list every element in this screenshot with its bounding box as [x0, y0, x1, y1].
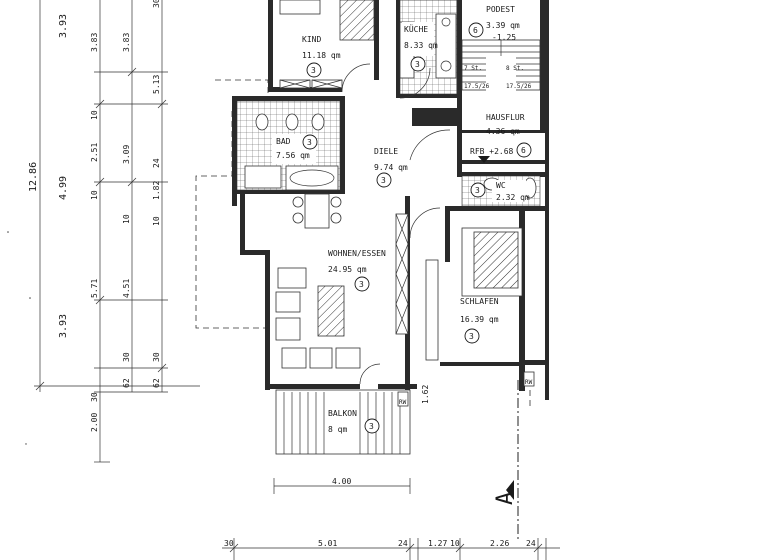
dim-small-5: 10 — [152, 216, 161, 226]
room-schlafen-badge: 3 — [469, 332, 474, 341]
dim-col3-3: 3.09 — [122, 145, 131, 164]
room-wohnen-name: WOHNEN/ESSEN — [328, 249, 386, 258]
room-diele-name: DIELE — [374, 147, 398, 156]
living-furniture — [275, 213, 439, 385]
room-kind: KIND 11.18 qm 3 — [302, 35, 341, 78]
room-diele: DIELE 9.74 qm 3 — [374, 147, 408, 188]
room-podest-badge: 6 — [473, 26, 478, 35]
bottom-dim-1: 30 — [224, 539, 234, 548]
room-hausflur-badge: 6 — [521, 146, 526, 155]
diele-door — [409, 129, 451, 161]
dim-col2-7: 2.00 — [90, 413, 99, 432]
dim-major-3: 3.93 — [58, 314, 69, 338]
dim-col3-1: 3.83 — [122, 33, 131, 52]
bottom-dim-4: 1.27 — [428, 539, 447, 548]
dim-major-1: 3.93 — [58, 14, 69, 38]
room-bad-name: BAD — [276, 137, 291, 146]
room-wc: WC 2.32 qm 3 — [470, 180, 530, 202]
room-balkon-badge: 3 — [369, 422, 374, 431]
room-wohnen-area: 24.95 qm — [328, 265, 367, 274]
room-balkon: BALKON 8 qm 3 — [326, 406, 380, 436]
rw-marker-1: RW — [399, 399, 407, 406]
stair-left-steps: 7 St. — [464, 65, 482, 72]
room-kind-badge: 3 — [311, 66, 316, 75]
walls — [232, 0, 549, 400]
room-hausflur-level: RFB +2.68 — [470, 147, 514, 156]
stair-right-steps: 8 St. — [506, 65, 524, 72]
kind-furniture — [279, 0, 375, 93]
room-bad: BAD 7.56 qm 3 — [272, 134, 318, 164]
room-podest-area: 3.39 qm — [486, 21, 520, 30]
bottom-dim-7: 24 — [526, 539, 536, 548]
room-hausflur: HAUSFLUR 4.36 qm RFB +2.68 6 — [468, 113, 532, 163]
room-bad-area: 7.56 qm — [276, 151, 310, 160]
room-diele-badge: 3 — [381, 176, 386, 185]
dim-col2-6: 30 — [90, 392, 99, 402]
dim-col2-2: 2.51 — [90, 143, 99, 162]
room-kueche-badge: 3 — [415, 60, 420, 69]
rw-marker-2: RW — [525, 379, 533, 386]
room-wc-badge: 3 — [475, 186, 480, 195]
dim-col3-4: 1.82 — [152, 181, 161, 200]
dining-table — [292, 193, 342, 229]
dim-small-2: 62 — [152, 378, 161, 388]
room-schlafen-name: SCHLAFEN — [460, 297, 499, 306]
stair-right-ratio: 17.5/26 — [506, 83, 532, 90]
room-balkon-name: BALKON — [328, 409, 357, 418]
schlafen-furniture — [409, 207, 523, 297]
room-diele-area: 9.74 qm — [374, 163, 408, 172]
section-a-label: A — [493, 492, 518, 505]
room-schlafen: SCHLAFEN 16.39 qm 3 — [460, 297, 499, 344]
dim-col2-1: 3.83 — [90, 33, 99, 52]
room-kueche: KÜCHE 8.33 qm 3 — [402, 22, 438, 72]
paper-specks — [7, 231, 31, 445]
dim-col3-8: 62 — [122, 378, 131, 388]
room-hausflur-area: 4.36 qm — [486, 127, 520, 136]
dimension-chains-left: 12.86 3.93 4.99 3.93 3.83 2.51 10 5.71 1… — [28, 0, 200, 463]
dim-col2-4: 5.71 — [90, 279, 99, 298]
room-kind-name: KIND — [302, 35, 321, 44]
dim-small-1: 30 — [152, 352, 161, 362]
markers: RW RW 1.62 A — [397, 371, 535, 540]
dim-small-3: 10 — [122, 214, 131, 224]
room-schlafen-area: 16.39 qm — [460, 315, 499, 324]
room-wc-area: 2.32 qm — [496, 193, 530, 202]
dim-col2-3: 10 — [90, 190, 99, 200]
dim-col3-5: 4.51 — [122, 279, 131, 298]
bad-furniture — [244, 113, 339, 191]
dim-col3-7: 30 — [122, 352, 131, 362]
room-kueche-area: 8.33 qm — [404, 41, 438, 50]
room-wc-name: WC — [496, 181, 506, 190]
sill-height: 1.62 — [421, 385, 430, 404]
dim-major-2: 4.99 — [58, 176, 69, 200]
room-kind-area: 11.18 qm — [302, 51, 341, 60]
room-podest-level: -1.25 — [492, 33, 516, 42]
dim-col3-2: 5.13 — [152, 75, 161, 94]
dim-top-30: 30 — [152, 0, 161, 8]
dim-col2-5: 10 — [90, 110, 99, 120]
dimension-chains-bottom: 4.00 30 5.01 24 1.27 10 2.26 24 — [222, 477, 560, 560]
bottom-dim-5: 10 — [450, 539, 460, 548]
room-podest: PODEST 3.39 qm -1.25 6 — [468, 5, 520, 42]
room-balkon-area: 8 qm — [328, 425, 347, 434]
dim-small-4: 24 — [152, 158, 161, 168]
stairs: 7 St. 17.5/26 8 St. 17.5/26 — [461, 39, 541, 96]
stair-left-ratio: 17.5/26 — [464, 83, 490, 90]
room-wohnen-badge: 3 — [359, 280, 364, 289]
room-wohnen: WOHNEN/ESSEN 24.95 qm 3 — [328, 249, 386, 292]
bottom-dim-6: 2.26 — [490, 539, 509, 548]
balkon-width: 4.00 — [332, 477, 351, 486]
bottom-dim-2: 5.01 — [318, 539, 337, 548]
room-podest-name: PODEST — [486, 5, 515, 14]
room-hausflur-name: HAUSFLUR — [486, 113, 525, 122]
room-kueche-name: KÜCHE — [404, 24, 428, 34]
bottom-dim-3: 24 — [398, 539, 408, 548]
dim-total: 12.86 — [28, 162, 39, 192]
room-bad-badge: 3 — [307, 138, 312, 147]
